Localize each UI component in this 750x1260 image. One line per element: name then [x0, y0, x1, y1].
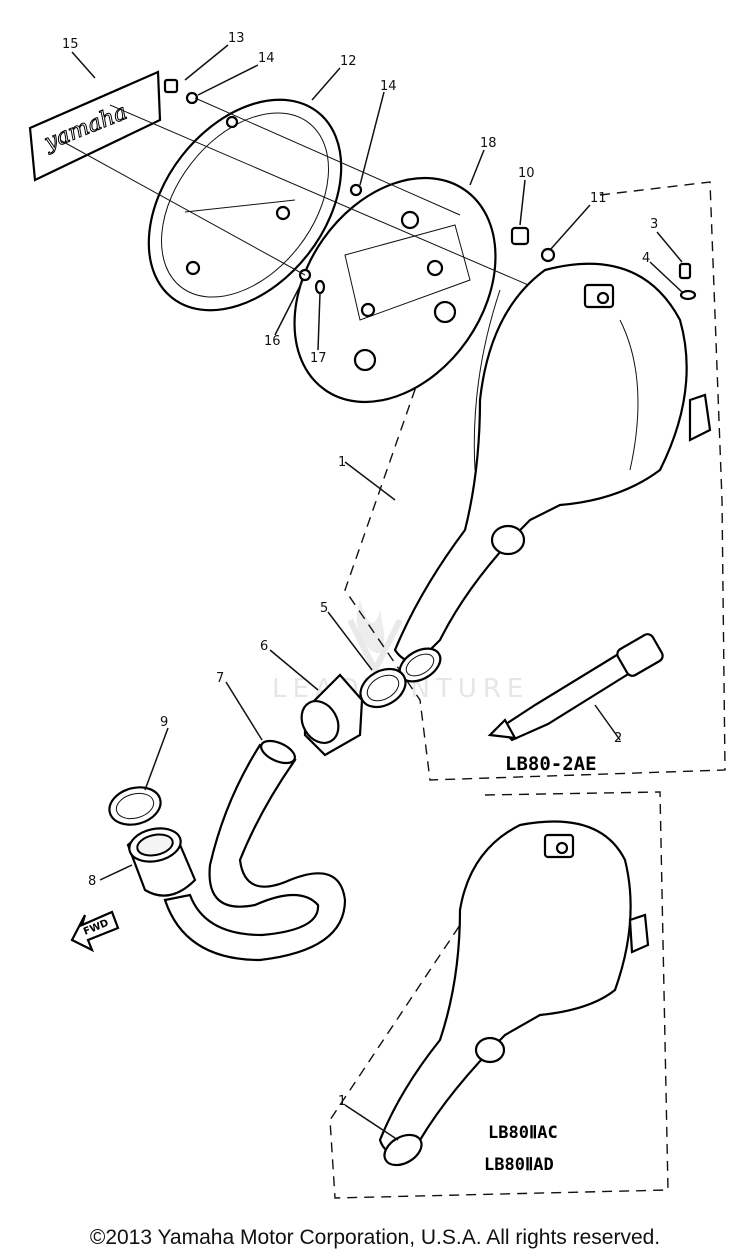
- alignment-lines: [59, 97, 541, 291]
- spark-arrester: [487, 633, 664, 742]
- callout-11: 11: [590, 191, 607, 206]
- callout-12: 12: [340, 54, 357, 69]
- model-label-top: LB80-2AE: [505, 753, 597, 775]
- callout-1a: 1: [338, 455, 346, 470]
- gasket-plate: [293, 176, 497, 404]
- callout-8: 8: [88, 874, 96, 889]
- model-label-bottom-1: LB80ⅡAC: [488, 1123, 558, 1143]
- callout-3: 3: [650, 217, 658, 232]
- callout-18: 18: [480, 136, 497, 151]
- callout-14b: 14: [380, 79, 397, 94]
- emblem: yamaha: [28, 70, 162, 182]
- cover-plate: [147, 98, 343, 312]
- callout-7: 7: [216, 671, 224, 686]
- copyright-notice: ©2013 Yamaha Motor Corporation, U.S.A. A…: [89, 1226, 661, 1249]
- callout-15: 15: [62, 37, 79, 52]
- model-label-bottom-2: LB80ⅡAD: [484, 1155, 554, 1175]
- callout-6: 6: [260, 639, 268, 654]
- callout-17: 17: [310, 351, 327, 366]
- leader-lines: [71, 44, 683, 1141]
- coupler: [300, 673, 364, 757]
- o-ring: [108, 786, 162, 826]
- forward-arrow: FWD: [70, 910, 120, 953]
- callout-16: 16: [264, 334, 281, 349]
- retaining-nut: [126, 827, 197, 897]
- callout-1b: 1: [338, 1094, 346, 1109]
- callout-14a: 14: [258, 51, 275, 66]
- callout-4: 4: [642, 251, 650, 266]
- callout-10: 10: [518, 166, 535, 181]
- muffler-bottom: [378, 820, 650, 1167]
- group-boundary-bottom: [329, 791, 669, 1199]
- callout-2: 2: [614, 731, 622, 746]
- callout-13: 13: [228, 31, 245, 46]
- callout-5: 5: [320, 601, 328, 616]
- exhaust-pipe: [163, 739, 347, 962]
- muffler-top: [393, 262, 712, 683]
- callouts: 15 13 14 12 14 18 10 11 3 4 16 17 1 5 6 …: [62, 31, 658, 1109]
- callout-9: 9: [160, 715, 168, 730]
